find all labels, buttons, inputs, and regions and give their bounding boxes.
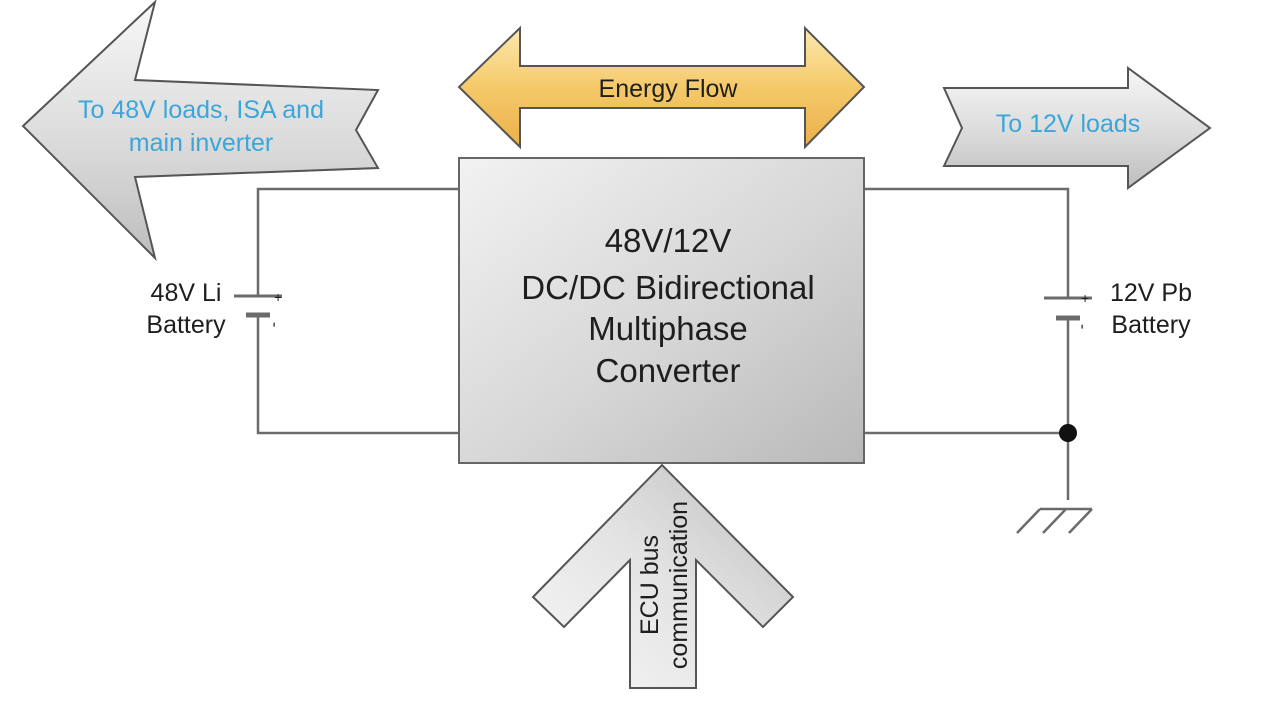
ecu-bus-arrow: ECU bus communication [531,463,795,689]
battery-12v-minus: - [1074,324,1091,329]
battery-48v-label-line1: 48V Li [151,279,222,307]
ecu-arrow-label-line1: ECU bus [636,535,664,635]
converter-label-line1: 48V/12V [605,222,732,259]
battery-12v-plus: + [1081,290,1089,306]
right-output-arrow: To 12V loads [942,66,1212,190]
junction-dot [1059,424,1077,442]
left-arrow-label-line1: To 48V loads, ISA and [78,96,324,124]
battery-48v-plus: + [274,289,282,305]
converter-label-line3: Multiphase [588,310,748,347]
energy-flow-label: Energy Flow [599,75,739,103]
battery-12v-icon: + - [1044,290,1092,329]
battery-48v-icon: + - [234,289,283,327]
dc-dc-converter-box: 48V/12V DC/DC Bidirectional Multiphase C… [458,157,865,464]
battery-12v-label-line1: 12V Pb [1110,279,1192,307]
right-arrow-label: To 12V loads [996,110,1141,138]
battery-48v-minus: - [266,322,283,327]
circuit-wiring [256,187,1070,500]
converter-label-line4: Converter [596,352,741,389]
ecu-arrow-label-line2: communication [665,501,693,669]
battery-12v-label-line2: Battery [1111,311,1191,339]
left-output-arrow: To 48V loads, ISA and main inverter [21,0,380,262]
converter-label-line2: DC/DC Bidirectional [521,269,814,306]
ground-icon [1016,507,1093,534]
energy-flow-arrow: Energy Flow [457,25,866,150]
left-arrow-label-line2: main inverter [129,129,274,157]
battery-48v-label-line2: Battery [146,311,226,339]
